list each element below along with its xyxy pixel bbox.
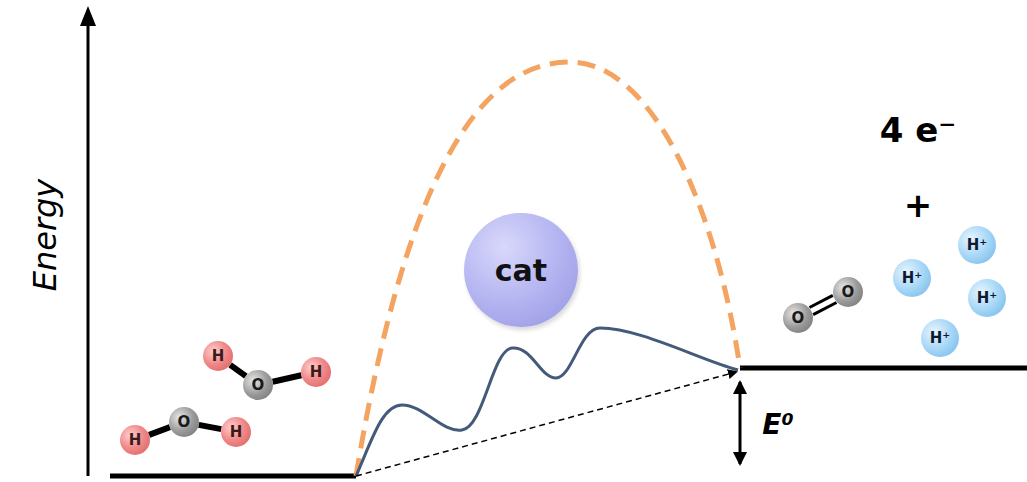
product-level bbox=[740, 366, 1027, 371]
proton-circle: H⁺ bbox=[968, 279, 1006, 317]
oxygen-atom: O bbox=[833, 277, 863, 307]
node-text: cat bbox=[495, 253, 547, 288]
proton-circle: H⁺ bbox=[958, 226, 996, 264]
proton-circle: H⁺ bbox=[921, 319, 959, 357]
oxygen-atom: O bbox=[783, 303, 813, 333]
node-text: O bbox=[178, 413, 191, 431]
hydrogen-atom: H bbox=[221, 417, 251, 447]
chemical-bond bbox=[809, 295, 836, 314]
axis-label: Energy bbox=[26, 179, 64, 292]
catalyst-circle: cat bbox=[464, 213, 578, 327]
plus-sign: + bbox=[904, 185, 933, 225]
node-text: H⁺ bbox=[930, 329, 950, 347]
chemical-bond bbox=[149, 427, 170, 435]
electron-count: 4 e⁻ bbox=[880, 110, 957, 150]
node-text: H bbox=[212, 347, 225, 365]
node-text: H⁺ bbox=[977, 289, 997, 307]
chemical-bond bbox=[199, 425, 222, 429]
oxygen-atom: O bbox=[243, 370, 273, 400]
node-text: H⁺ bbox=[967, 236, 987, 254]
potential-label: E⁰ bbox=[762, 408, 793, 441]
chemical-bond bbox=[273, 375, 302, 381]
node-text: O bbox=[842, 283, 855, 301]
energy-axis bbox=[87, 22, 90, 476]
hydrogen-atom: H bbox=[120, 425, 150, 455]
potential-arrow bbox=[739, 382, 742, 464]
proton-circle: H⁺ bbox=[893, 259, 931, 297]
reactant-level bbox=[110, 474, 356, 479]
reaction-vector bbox=[356, 372, 736, 476]
uncatalysed-barrier bbox=[356, 62, 740, 476]
node-text: O bbox=[792, 309, 805, 327]
chemical-bond bbox=[230, 365, 246, 376]
node-text: H bbox=[310, 363, 323, 381]
oxygen-atom: O bbox=[169, 407, 199, 437]
hydrogen-atom: H bbox=[203, 341, 233, 371]
node-text: O bbox=[252, 376, 265, 394]
node-text: H bbox=[230, 423, 243, 441]
axis-arrowhead bbox=[80, 6, 96, 26]
node-text: H bbox=[129, 431, 142, 449]
hydrogen-atom: H bbox=[301, 357, 331, 387]
node-text: H⁺ bbox=[902, 269, 922, 287]
catalysed-pathway bbox=[356, 328, 738, 476]
